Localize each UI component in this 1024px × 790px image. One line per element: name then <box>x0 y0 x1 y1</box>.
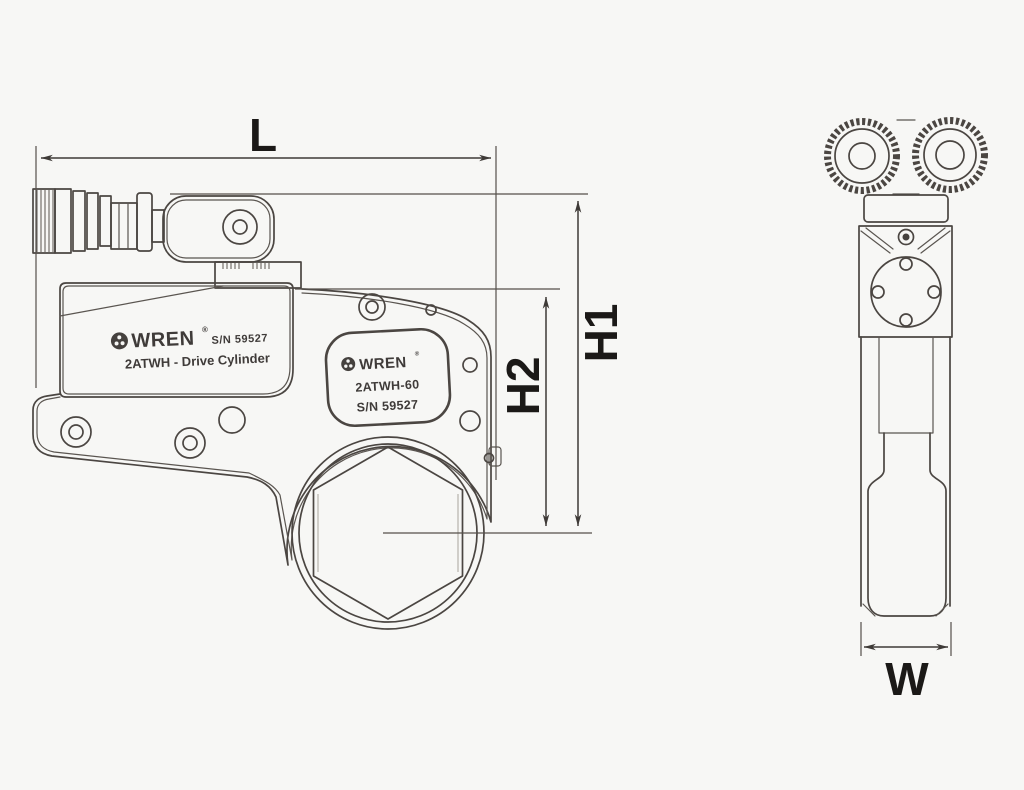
side-couplers <box>824 117 988 195</box>
wren-logo-icon <box>341 357 356 372</box>
swivel-mount-block <box>214 261 302 289</box>
cylinder-stamp: WREN ® S/N 59527 2ATWH - Drive Cylinder <box>110 325 270 372</box>
hex-badge: WREN ® 2ATWH-60 S/N 59527 <box>324 327 452 428</box>
side-tab <box>488 446 502 467</box>
dimension-width: W <box>860 622 952 705</box>
badge-serial-text: S/N 59527 <box>356 397 418 414</box>
dim-label-l: L <box>249 109 277 161</box>
badge-model-text: 2ATWH-60 <box>355 377 420 394</box>
badge-registered-mark: ® <box>415 350 420 357</box>
dim-label-h2: H2 <box>497 357 549 416</box>
side-view <box>824 117 988 617</box>
reaction-foot <box>867 432 947 617</box>
cylinder-serial-text: S/N 59527 <box>211 332 268 346</box>
dimension-height1: H1 <box>170 193 627 527</box>
wren-logo-icon <box>110 332 128 350</box>
pivot-pin <box>897 228 915 246</box>
hex-socket <box>312 446 464 620</box>
cylinder-brand-text: WREN <box>131 328 195 353</box>
badge-brand-text: WREN <box>359 354 407 373</box>
side-body <box>858 194 953 617</box>
dimension-height2: H2 <box>295 288 592 534</box>
drive-cylinder-body: WREN ® S/N 59527 2ATWH - Drive Cylinder <box>59 282 294 398</box>
knurled-coupler-right <box>912 117 988 193</box>
body-outline <box>32 288 502 566</box>
dimension-length: L <box>35 109 497 480</box>
knurled-coupler-left <box>824 118 900 194</box>
cylinder-registered-mark: ® <box>202 325 208 334</box>
plate-bolt-holes <box>60 293 495 464</box>
bolt-circle <box>870 256 942 328</box>
dim-label-w: W <box>885 653 929 705</box>
swivel-head <box>162 195 302 289</box>
hydraulic-coupler <box>32 188 165 254</box>
cylinder-model-text: 2ATWH - Drive Cylinder <box>125 350 270 371</box>
swivel-port-ring <box>222 209 258 245</box>
dim-label-h1: H1 <box>575 304 627 363</box>
front-view: WREN ® S/N 59527 2ATWH - Drive Cylinder <box>32 188 502 630</box>
